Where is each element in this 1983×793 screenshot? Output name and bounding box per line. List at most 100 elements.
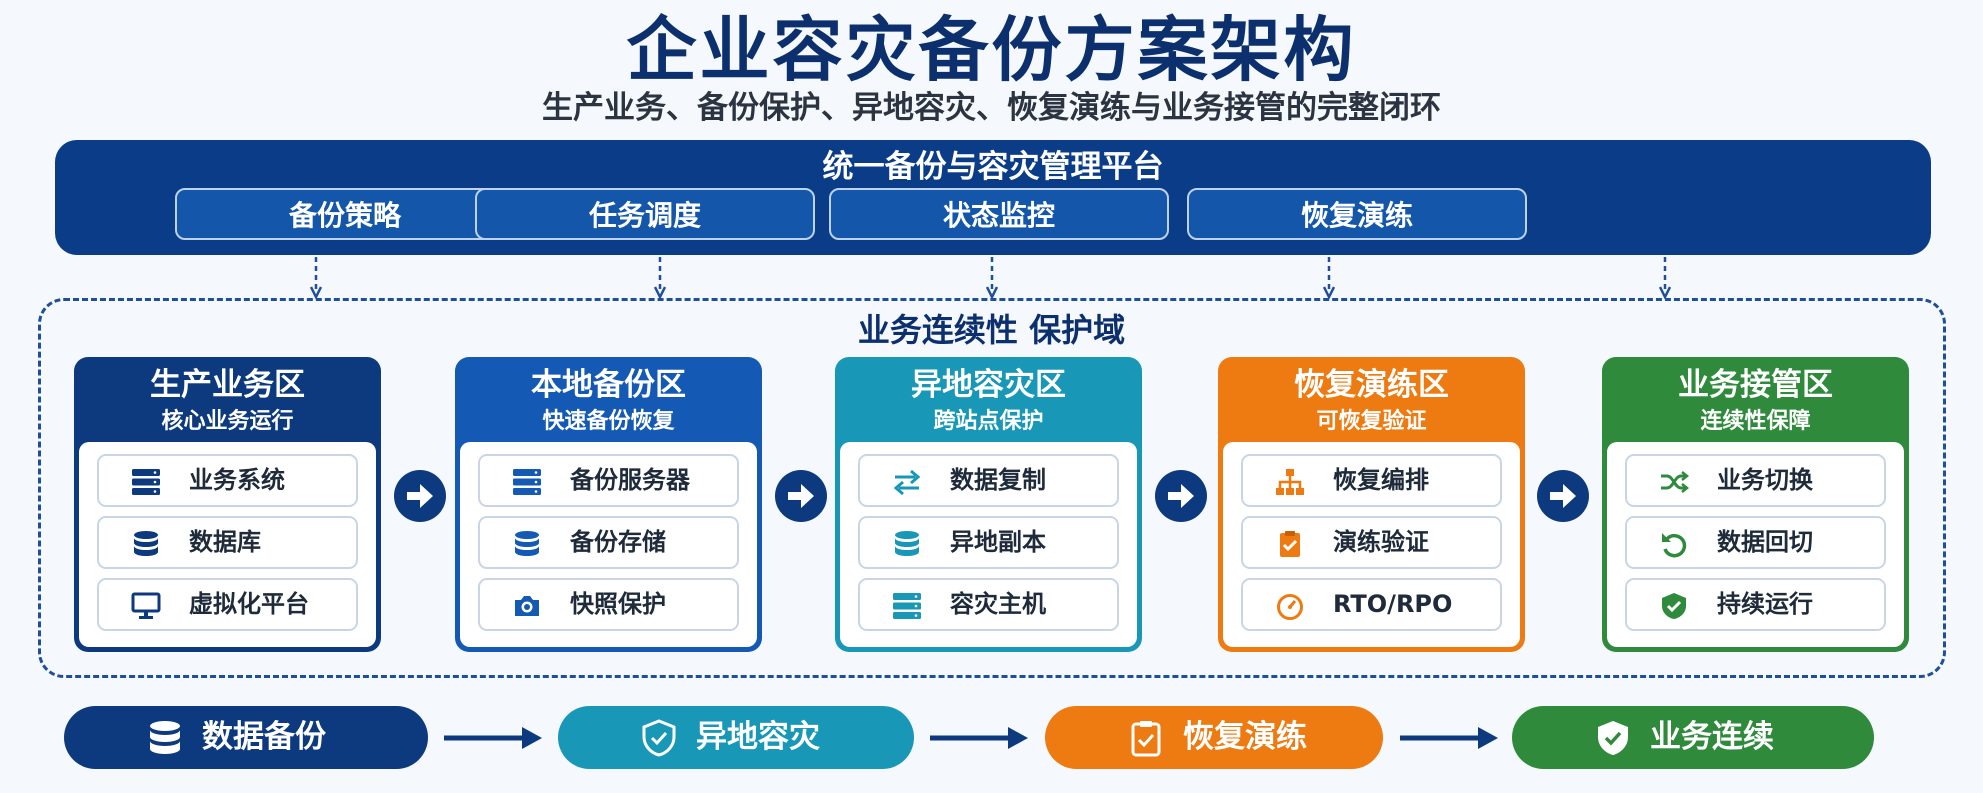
platform-item-task-scheduling[interactable]: 任务调度 (475, 188, 815, 240)
platform-item-recovery-drill[interactable]: 恢复演练 (1187, 188, 1527, 240)
zone-item[interactable]: 数据复制 (858, 454, 1119, 507)
flow-step-recovery-drill[interactable]: 恢复演练 (1045, 706, 1383, 769)
flow-step-business-continuity[interactable]: 业务连续 (1512, 706, 1874, 769)
zone-offsite-dr: 异地容灾区 跨站点保护 数据复制 异地副本 容灾主机 (835, 357, 1142, 652)
shield-icon (642, 719, 676, 757)
flow-step-offsite-dr[interactable]: 异地容灾 (558, 706, 914, 769)
zone-body: 业务系统 数据库 虚拟化平台 (79, 442, 376, 647)
server-icon (132, 469, 160, 495)
zone-arrow-1 (394, 470, 446, 522)
zone-title: 恢复演练区 (1294, 367, 1449, 403)
flow-arrow-2 (930, 727, 1028, 749)
flow-step-label: 业务连续 (1650, 719, 1774, 755)
zone-subtitle: 快速备份恢复 (542, 409, 675, 434)
zone-item-label: 持续运行 (1717, 590, 1813, 618)
zone-item-label: 演练验证 (1333, 528, 1429, 556)
flow-step-data-backup[interactable]: 数据备份 (64, 706, 428, 769)
monitor-icon (131, 592, 161, 619)
zone-title: 本地备份区 (531, 367, 686, 403)
zone-subtitle: 可恢复验证 (1316, 409, 1427, 434)
zone-recovery-drill: 恢复演练区 可恢复验证 恢复编排 演练验证 RTO/RPO (1218, 357, 1525, 652)
zone-item-label: 恢复编排 (1333, 466, 1429, 494)
zone-item[interactable]: 异地副本 (858, 516, 1119, 569)
zone-arrow-4 (1537, 470, 1589, 522)
zone-header: 业务接管区 连续性保障 (1602, 357, 1909, 442)
server-icon (893, 593, 921, 619)
zone-item[interactable]: 演练验证 (1241, 516, 1502, 569)
zone-title: 生产业务区 (150, 367, 305, 403)
zone-item-label: 数据回切 (1717, 528, 1813, 556)
zone-item-label: 数据复制 (950, 466, 1046, 494)
connector-arrow-4 (1323, 257, 1335, 299)
zone-item-label: 数据库 (189, 528, 261, 556)
zone-item[interactable]: RTO/RPO (1241, 578, 1502, 631)
database-icon (150, 721, 180, 754)
zone-item[interactable]: 虚拟化平台 (97, 578, 358, 631)
zone-item-label: 业务切换 (1717, 466, 1813, 494)
zone-subtitle: 跨站点保护 (933, 409, 1044, 434)
camera-icon (515, 596, 539, 616)
shield-check-icon (1598, 721, 1628, 755)
zone-title: 异地容灾区 (911, 367, 1066, 403)
clipboard-check-icon (1131, 721, 1161, 757)
database-icon (895, 531, 919, 556)
zone-item[interactable]: 快照保护 (478, 578, 739, 631)
sync-arrows-icon (893, 469, 921, 496)
flow-step-label: 恢复演练 (1183, 719, 1307, 755)
zone-header: 异地容灾区 跨站点保护 (835, 357, 1142, 442)
zone-subtitle: 核心业务运行 (161, 409, 294, 434)
platform-item-status-monitoring[interactable]: 状态监控 (829, 188, 1169, 240)
connector-arrow-3 (986, 257, 998, 299)
protection-domain (38, 298, 1946, 678)
zone-arrow-3 (1155, 470, 1207, 522)
zone-item[interactable]: 业务切换 (1625, 454, 1886, 507)
zone-arrow-2 (775, 470, 827, 522)
zone-item[interactable]: 备份服务器 (478, 454, 739, 507)
zone-header: 本地备份区 快速备份恢复 (455, 357, 762, 442)
hierarchy-icon (1276, 469, 1304, 495)
management-platform: 统一备份与容灾管理平台 备份策略 任务调度 状态监控 恢复演练 (55, 140, 1931, 255)
zone-local-backup: 本地备份区 快速备份恢复 备份服务器 备份存储 快照保护 (455, 357, 762, 652)
stopwatch-icon (1277, 594, 1303, 620)
zone-production: 生产业务区 核心业务运行 业务系统 数据库 虚拟化平台 (74, 357, 381, 652)
zone-item[interactable]: 数据库 (97, 516, 358, 569)
undo-icon (1662, 533, 1687, 558)
zone-body: 业务切换 数据回切 持续运行 (1607, 442, 1904, 647)
zone-body: 数据复制 异地副本 容灾主机 (840, 442, 1137, 647)
database-icon (134, 531, 158, 556)
flow-step-label: 异地容灾 (696, 719, 820, 755)
connector-arrow-1 (310, 257, 322, 299)
zone-body: 恢复编排 演练验证 RTO/RPO (1223, 442, 1520, 647)
zone-item-label: 容灾主机 (950, 590, 1046, 618)
connector-arrow-5 (1659, 257, 1671, 299)
zone-item[interactable]: 持续运行 (1625, 578, 1886, 631)
page-subtitle: 生产业务、备份保护、异地容灾、恢复演练与业务接管的完整闭环 (542, 90, 1441, 126)
zone-item[interactable]: 备份存储 (478, 516, 739, 569)
zone-item-label: 异地副本 (950, 528, 1046, 556)
page-title: 企业容灾备份方案架构 (626, 9, 1357, 91)
zone-item[interactable]: 恢复编排 (1241, 454, 1502, 507)
flow-step-label: 数据备份 (202, 719, 326, 755)
zone-item-label: 业务系统 (189, 466, 285, 494)
zone-header: 恢复演练区 可恢复验证 (1218, 357, 1525, 442)
clipboard-check-icon (1280, 531, 1300, 557)
zone-item-label: 虚拟化平台 (189, 590, 309, 618)
zone-business-takeover: 业务接管区 连续性保障 业务切换 数据回切 持续运行 (1602, 357, 1909, 652)
platform-title: 统一备份与容灾管理平台 (822, 149, 1164, 185)
zone-item-label: RTO/RPO (1333, 590, 1453, 618)
zone-item-label: 备份服务器 (570, 466, 690, 494)
database-icon (515, 531, 539, 556)
domain-title: 业务连续性 保护域 (857, 311, 1126, 349)
zone-subtitle: 连续性保障 (1700, 409, 1811, 434)
zone-title: 业务接管区 (1678, 367, 1833, 403)
server-icon (513, 469, 541, 495)
zone-item[interactable]: 业务系统 (97, 454, 358, 507)
shuffle-icon (1661, 471, 1689, 493)
connector-arrow-2 (654, 257, 666, 299)
zone-item[interactable]: 数据回切 (1625, 516, 1886, 569)
zone-item-label: 备份存储 (570, 528, 666, 556)
shield-check-icon (1662, 593, 1686, 619)
platform-item-backup-policy[interactable]: 备份策略 (175, 188, 515, 240)
zone-item-label: 快照保护 (570, 590, 666, 618)
zone-item[interactable]: 容灾主机 (858, 578, 1119, 631)
